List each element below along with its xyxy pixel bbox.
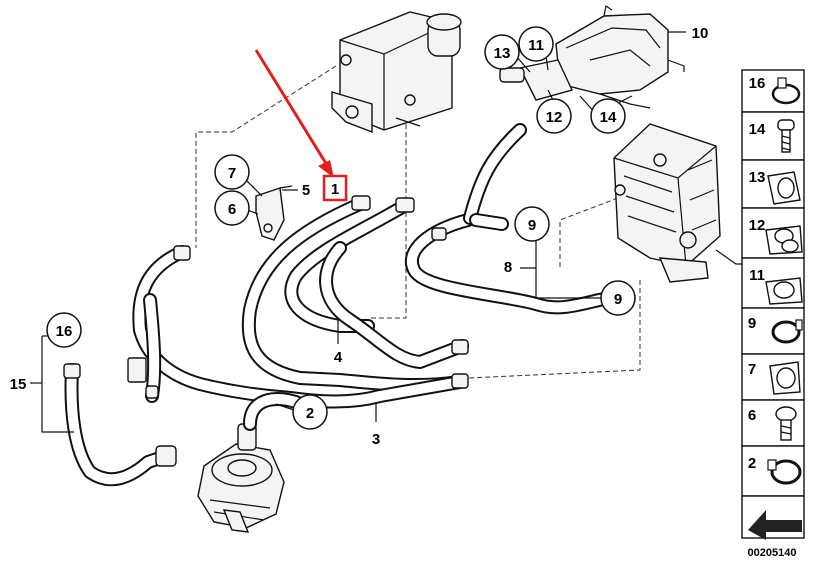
callout-10[interactable]: 10 [692,25,709,42]
svg-text:3: 3 [372,431,380,448]
callout-7[interactable]: 7 [214,154,250,190]
callout-13[interactable]: 13 [484,34,520,70]
svg-text:2: 2 [306,405,314,422]
small-bracket [255,185,293,241]
callout-9-lower[interactable]: 9 [600,280,636,316]
legend-label-7: 7 [748,361,756,378]
svg-text:9: 9 [528,217,536,234]
legend-label-2: 2 [748,455,756,472]
diagram-id: 00205140 [748,547,797,559]
svg-text:12: 12 [546,109,563,126]
callout-5[interactable]: 5 [302,182,310,199]
callout-8[interactable]: 8 [504,259,512,276]
legend-label-14: 14 [749,121,766,138]
heat-exchanger [613,123,742,283]
retaining-clip-icon [769,361,801,395]
leader-lines [195,65,641,379]
water-pump [197,423,285,533]
callout-6[interactable]: 6 [214,190,250,226]
callout-14[interactable]: 14 [590,98,626,134]
svg-text:15: 15 [10,376,27,393]
bolt-icon [775,406,797,441]
callout-2[interactable]: 2 [292,394,328,430]
svg-text:5: 5 [302,182,310,199]
svg-text:8: 8 [504,259,512,276]
callout-3[interactable]: 3 [372,431,380,448]
svg-text:13: 13 [494,45,511,62]
legend-column: 16 14 13 12 11 9 7 6 2 [741,69,805,540]
legend-label-12: 12 [749,217,766,234]
callout-16[interactable]: 16 [46,312,82,348]
holder-clip-icon [765,277,803,305]
svg-text:9: 9 [614,291,622,308]
svg-text:6: 6 [228,201,236,218]
bracket-assembly [499,5,685,109]
svg-text:11: 11 [528,37,544,54]
hose-connectors [63,195,469,467]
hose-lines [64,123,615,487]
legend-cell-14[interactable] [741,111,805,161]
legend-label-16: 16 [749,75,766,92]
highlight-label: 1 [331,181,339,198]
svg-text:7: 7 [228,165,236,182]
svg-text:16: 16 [56,323,73,340]
highlight-marker: 1 [254,49,348,202]
double-clip-icon [765,225,803,255]
callout-12[interactable]: 12 [536,98,572,134]
band-clamp-icon [767,459,802,485]
legend-label-13: 13 [749,169,766,186]
legend-label-9: 9 [748,315,756,332]
callout-9-upper[interactable]: 9 [514,206,550,242]
callout-15[interactable]: 15 [10,376,27,393]
svg-text:10: 10 [692,25,709,42]
clip-icon [767,171,801,205]
callout-4[interactable]: 4 [334,349,343,366]
hose-clamp-icon [771,77,801,105]
legend-label-11: 11 [749,267,765,284]
callout-11[interactable]: 11 [518,26,554,62]
screw-icon [777,119,795,153]
legend-cell-9[interactable] [741,307,805,355]
svg-text:4: 4 [334,349,343,366]
svg-text:14: 14 [600,109,617,126]
spring-clamp-icon [771,319,803,344]
legend-label-6: 6 [748,407,756,424]
next-page-arrow-icon[interactable] [748,510,802,540]
expansion-tank [331,11,462,134]
